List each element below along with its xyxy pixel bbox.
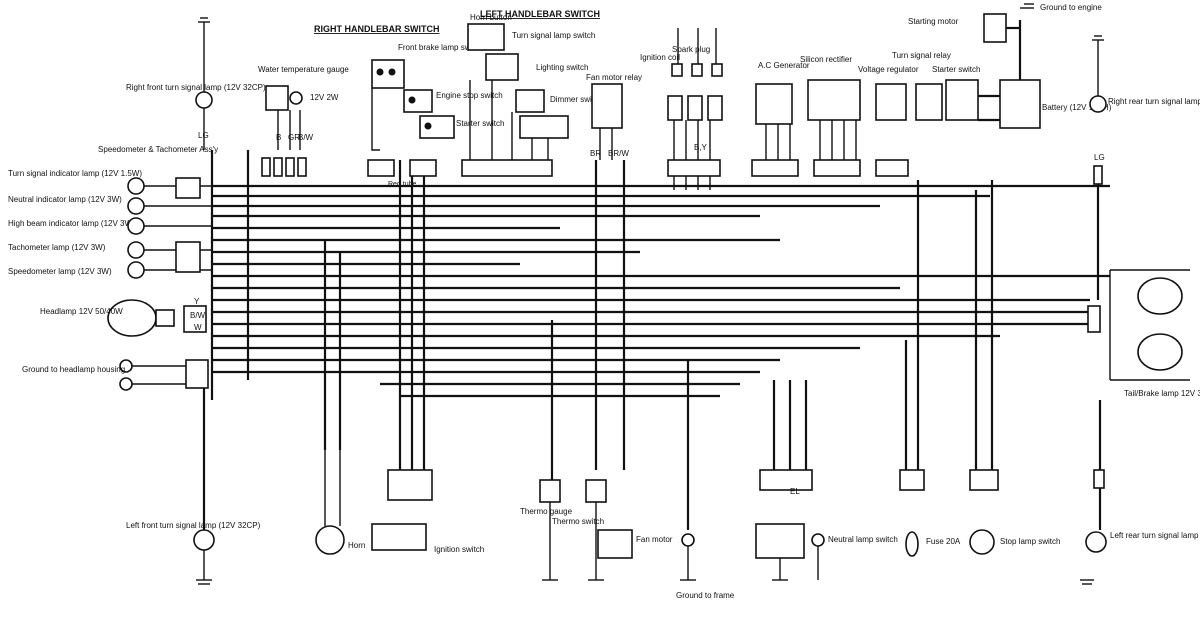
speedometer-assembly: Speedometer & Tachometer Ass'y Turn sign… [8, 145, 218, 279]
headlamp: Headlamp 12V 50/40W Y B/W W [40, 297, 207, 337]
ignition-switch: Ignition switch [371, 469, 484, 554]
turn-signal-relay-label: Turn signal relay [892, 51, 951, 60]
main-harness [212, 184, 1110, 398]
wire-code-y: Y [194, 297, 200, 306]
horn-button-label: Horn button [470, 13, 512, 22]
ac-generator: A.C Generator [751, 61, 810, 177]
wire-code-br: BR [590, 149, 601, 158]
starter-switch-label: Starter switch [456, 119, 504, 128]
wire-code-w: W [194, 323, 202, 332]
stop-switch-label: Stop lamp switch [1000, 537, 1060, 546]
wire-code-lg: LG [198, 131, 209, 140]
fuse-label: Fuse 20A [926, 537, 961, 546]
speedometer-lamp-label: Speedometer lamp (12V 3W) [8, 267, 112, 276]
turn-signal-relay: Turn signal relay [892, 51, 951, 121]
neutral-switch-label: Neutral lamp switch [828, 535, 898, 544]
wire-code-bw-head: B/W [190, 311, 206, 320]
high-beam-label: High beam indicator lamp (12V 3W) [8, 219, 135, 228]
left-front-turn-label: Left front turn signal lamp (12V 32CP) [126, 521, 261, 530]
ignition-coil: Ignition coil Spark plug B,Y [640, 28, 723, 190]
wire-code-gr: GR [288, 133, 300, 142]
red-tube-label-1: Red tube [388, 181, 417, 188]
starter-switch-main-label: Starter switch [932, 65, 980, 74]
thermo-gauge-label: Thermo gauge [520, 507, 573, 516]
right-rear-turn-lamp: Right rear turn signal lamp (12V 32CP) L… [1089, 35, 1200, 185]
front-brake-switch-label: Front brake lamp switch [398, 43, 483, 52]
voltage-regulator-label: Voltage regulator [858, 65, 919, 74]
voltage-regulator: Voltage regulator [858, 65, 919, 177]
silicon-rectifier-label: Silicon rectifier [800, 55, 852, 64]
left-handlebar-switch-title: LEFT HANDLEBAR SWITCH [480, 9, 600, 19]
ground-to-engine-label: Ground to engine [1040, 3, 1102, 12]
fan-motor: Fan motor [597, 529, 673, 559]
neutral-indicator-label: Neutral indicator lamp (12V 3W) [8, 195, 122, 204]
dimmer-switch-label: Dimmer switch [550, 95, 602, 104]
wire-code-lg-rear: LG [1094, 153, 1105, 162]
neutral-lamp-switch: Neutral lamp switch EL [755, 469, 898, 581]
fan-motor-label: Fan motor [636, 535, 673, 544]
lamp-12v2w-label: 12V 2W [310, 93, 339, 102]
wire-code-by: B,Y [694, 143, 708, 152]
wire-code-b: B [276, 133, 281, 142]
ignition-coil-label: Ignition coil [640, 53, 680, 62]
horn: Horn [315, 450, 365, 555]
ground-headlamp-label: Ground to headlamp housing [22, 365, 125, 374]
right-front-turn-label: Right front turn signal lamp (12V 32CP) [126, 83, 266, 92]
thermo-gauge: Thermo gauge [520, 479, 573, 581]
starter-switch: Starter switch [932, 65, 980, 121]
battery: Battery (12V 14AH) [978, 79, 1112, 129]
tail-brake-label: Tail/Brake lamp 12V 3/32CP [1124, 389, 1200, 398]
right-front-turn-lamp: Right front turn signal lamp (12V 32CP) … [126, 17, 266, 150]
right-rear-turn-label: Right rear turn signal lamp (12V 32CP) [1108, 97, 1200, 106]
right-handlebar-switch: Front brake lamp switch Engine stop swit… [367, 43, 504, 188]
wire-code-brw: BR/W [608, 149, 629, 158]
water-temp-label: Water temperature gauge [258, 65, 349, 74]
silicon-rectifier: Silicon rectifier [800, 55, 861, 177]
battery-label: Battery (12V 14AH) [1042, 103, 1112, 112]
fuse: Fuse 20A [899, 469, 961, 557]
right-handlebar-switch-title: RIGHT HANDLEBAR SWITCH [314, 24, 440, 34]
wire-code-el: EL [790, 487, 800, 496]
horn-label: Horn [348, 541, 365, 550]
tail-brake-lamp: Tail/Brake lamp 12V 3/32CP [1087, 269, 1200, 398]
starting-motor-label: Starting motor [908, 17, 959, 26]
ignition-switch-label: Ignition switch [434, 545, 484, 554]
lighting-switch-label: Lighting switch [536, 63, 588, 72]
stop-lamp-switch: Stop lamp switch [969, 469, 1060, 555]
left-rear-turn-lamp: Left rear turn signal lamp (12V 32CP) [1080, 469, 1200, 585]
left-front-turn-lamp: Left front turn signal lamp (12V 32CP) [126, 521, 261, 585]
speedometer-label: Speedometer & Tachometer Ass'y [98, 145, 218, 154]
turn-signal-switch-label: Turn signal lamp switch [512, 31, 595, 40]
spark-plug-label: Spark plug [672, 45, 710, 54]
thermo-switch-label: Thermo switch [552, 517, 604, 526]
headlamp-label: Headlamp 12V 50/40W [40, 307, 123, 316]
headlamp-ground: Ground to headlamp housing [22, 359, 209, 391]
ground-frame-label: Ground to frame [676, 591, 735, 600]
ground-to-frame: Ground to frame [676, 533, 735, 600]
wire-code-bw: B/W [298, 133, 314, 142]
water-temperature-gauge: Water temperature gauge 12V 2W B GR B/W [258, 65, 349, 177]
turn-indicator-label: Turn signal indicator lamp (12V 1.5W) [8, 169, 142, 178]
ac-generator-label: A.C Generator [758, 61, 810, 70]
left-rear-turn-label: Left rear turn signal lamp (12V 32CP) [1110, 531, 1200, 540]
tachometer-lamp-label: Tachometer lamp (12V 3W) [8, 243, 106, 252]
vertical-wires [202, 150, 1102, 530]
thermo-switch: Thermo switch [552, 479, 607, 581]
fan-motor-relay: Fan motor relay BR BR/W [586, 73, 642, 160]
left-handlebar-switch: Horn button Turn signal lamp switch Ligh… [461, 13, 602, 177]
fan-motor-relay-label: Fan motor relay [586, 73, 642, 82]
